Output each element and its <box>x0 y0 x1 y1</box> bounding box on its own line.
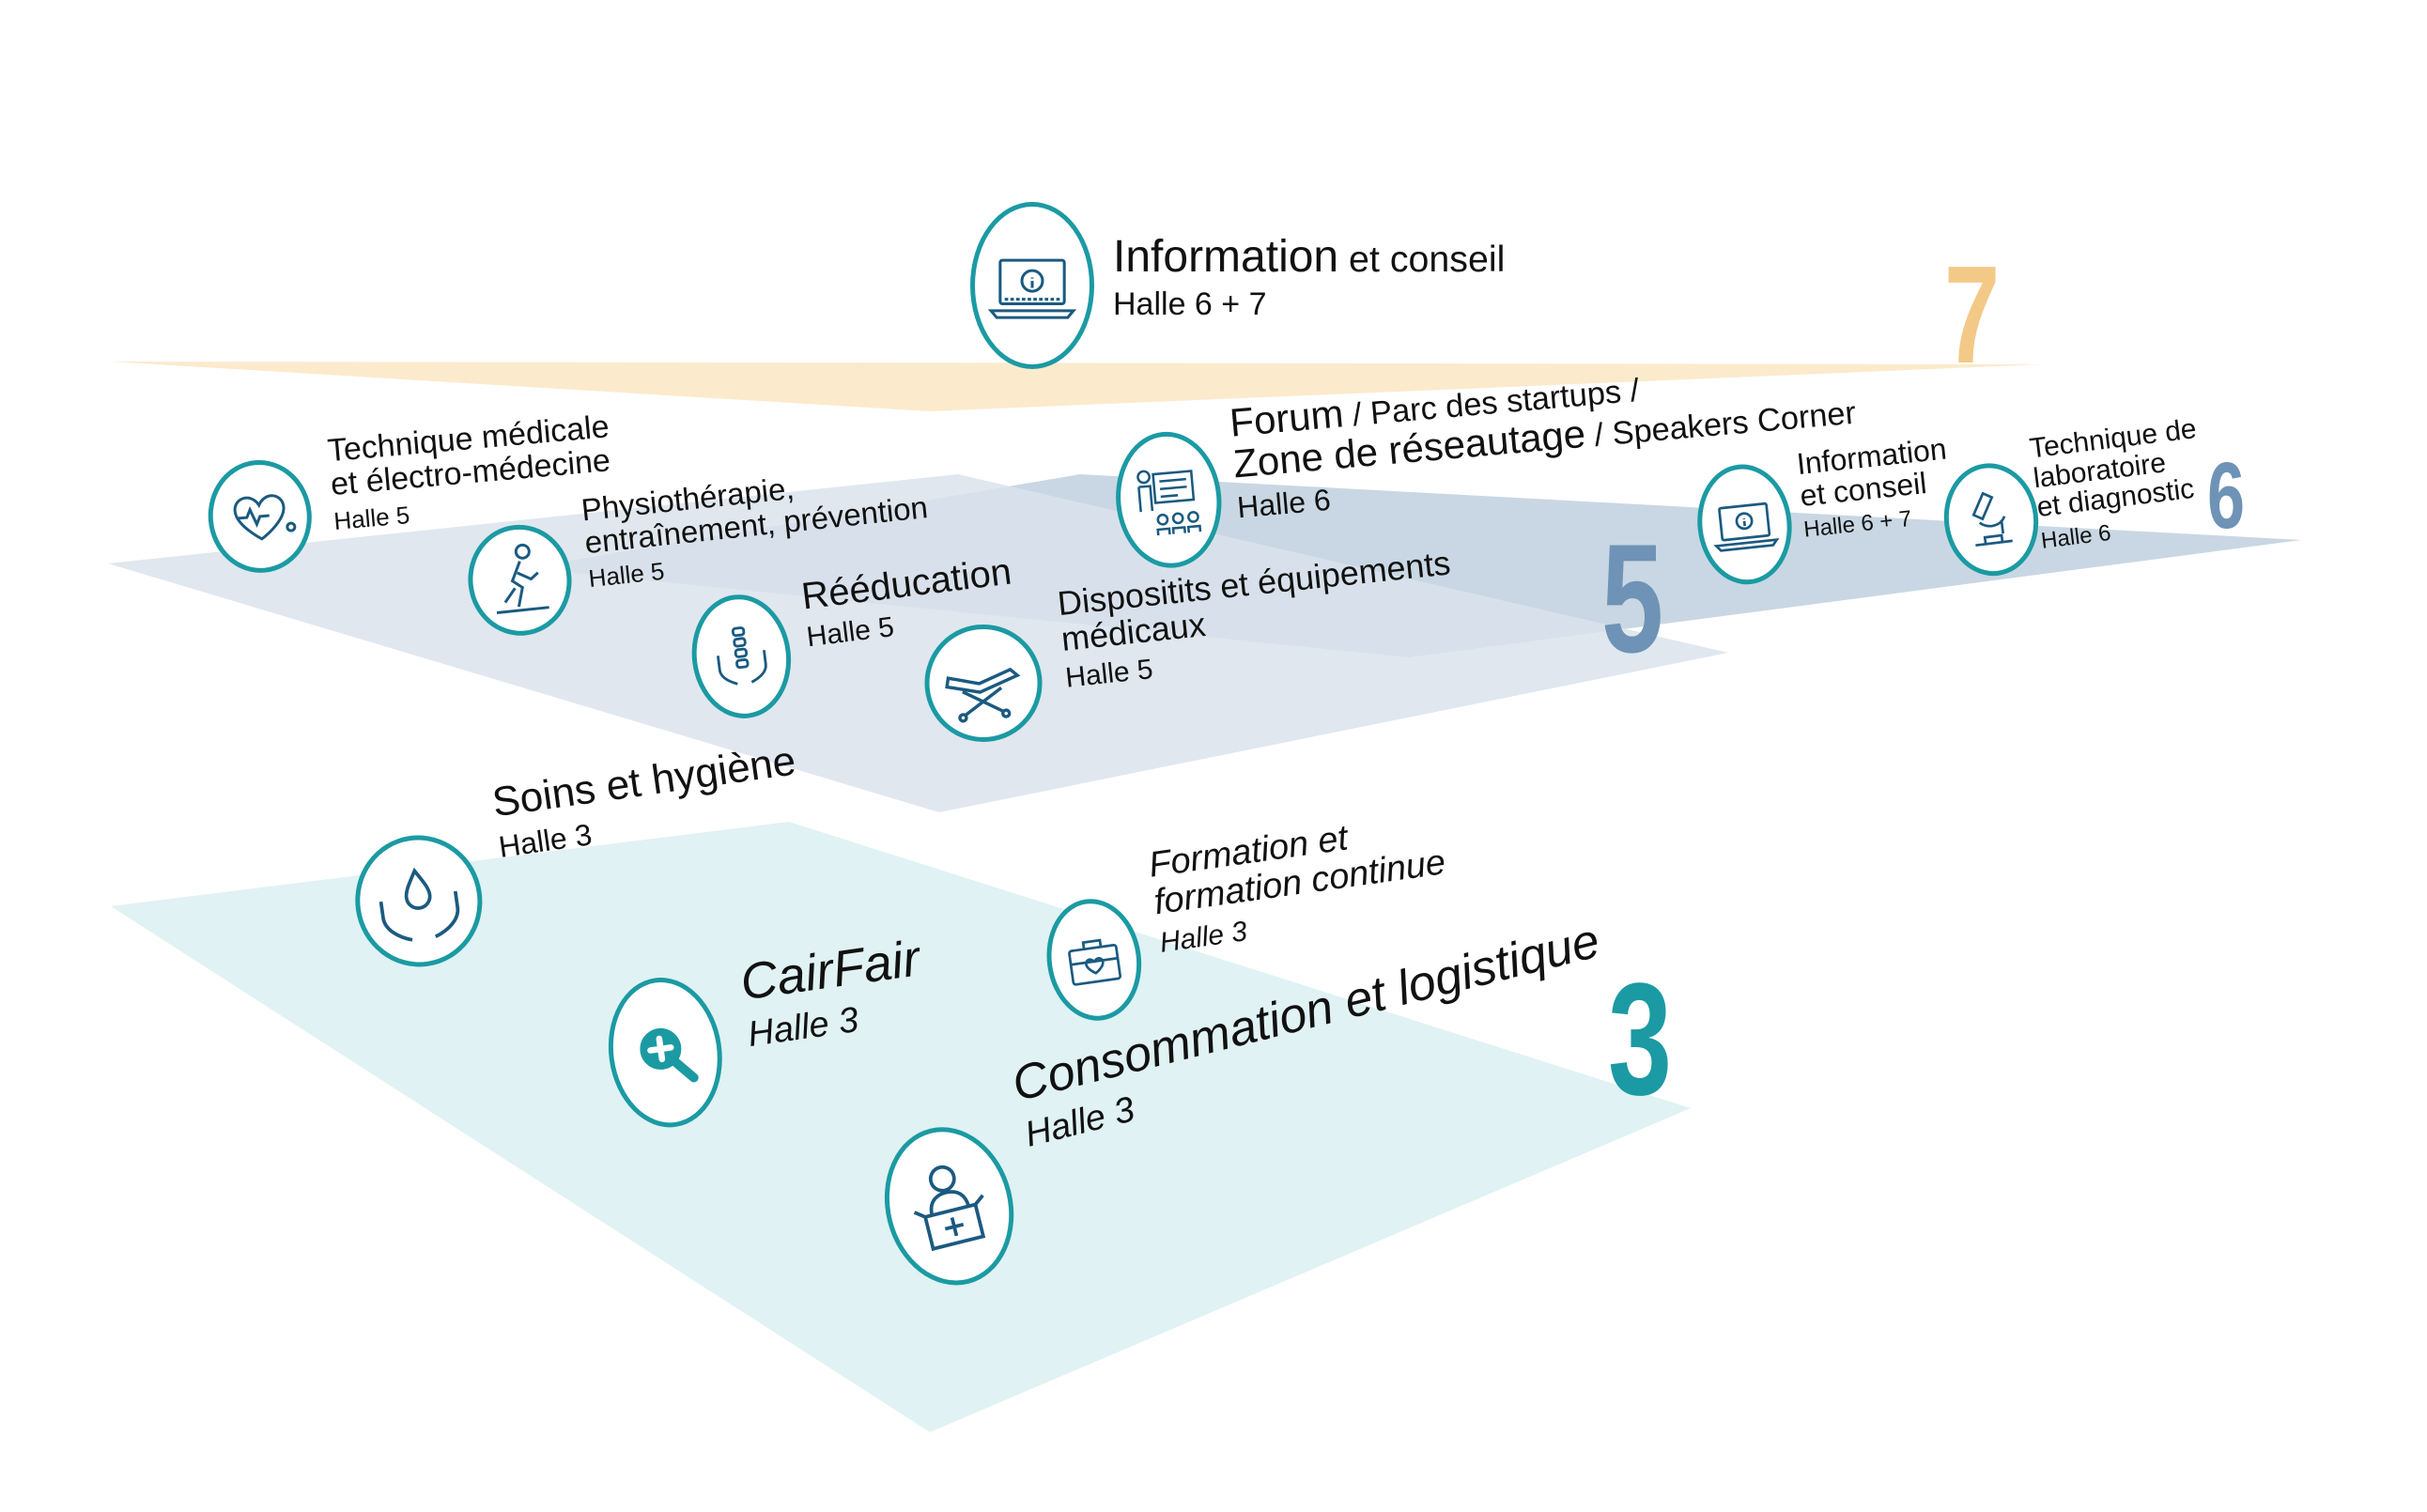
water-drop-hands-icon <box>347 826 491 976</box>
magnifier-plus-icon <box>598 970 732 1135</box>
medical-bag-icon <box>1039 892 1150 1027</box>
spine-hands-icon <box>685 589 798 724</box>
level-7-number: 7 <box>1944 238 2001 393</box>
floor-3-plane <box>111 822 1691 1432</box>
presentation-icon <box>1110 427 1228 573</box>
info-laptop-icon <box>970 202 1094 369</box>
level-5-number: 5 <box>1601 512 1664 685</box>
person-medical-box-icon <box>868 1113 1030 1300</box>
stethoscope-heart-icon <box>203 455 317 578</box>
walking-person-icon <box>462 519 578 641</box>
stretcher-icon <box>919 618 1048 748</box>
microscope-icon <box>1938 457 2045 581</box>
floor-7-plane <box>111 362 2043 411</box>
info-laptop-icon <box>1692 459 1798 590</box>
level-6-number: 6 <box>2207 443 2246 548</box>
level-3-number: 3 <box>1608 950 1673 1129</box>
hall-label: Halle 6 + 7 <box>1113 286 1267 323</box>
